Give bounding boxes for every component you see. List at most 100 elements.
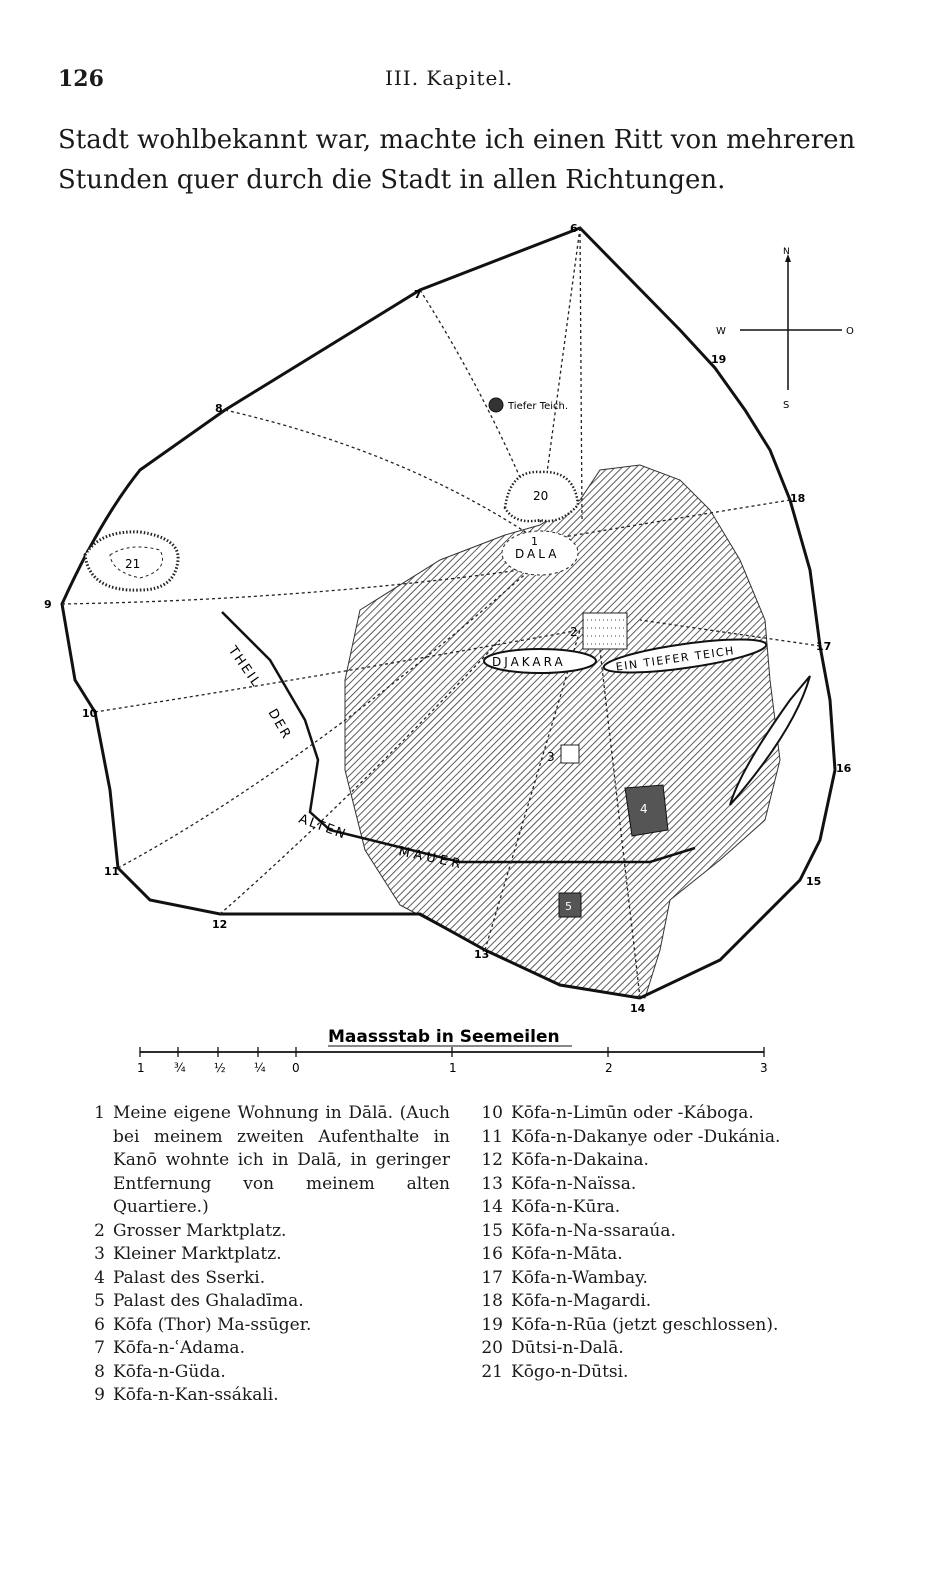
legend-item: 11 Kōfa-n-Dakanye oder -Dukánia. xyxy=(478,1126,838,1150)
marker-2: 2 xyxy=(570,625,578,639)
legend-number: 13 xyxy=(481,1173,503,1194)
marker-5-palace xyxy=(558,892,582,918)
marker-4-palace xyxy=(624,784,669,837)
compass: N W O S xyxy=(716,247,854,411)
legend-text: Kōfa-n-Na-ssaraúa. xyxy=(511,1220,676,1241)
dala-quarter xyxy=(501,530,579,576)
scale-bar: Maassstab in Seemeilen 1 ¾ ½ ¼ 0 1 2 3 xyxy=(137,1027,768,1075)
scale-tick: 1 xyxy=(449,1061,457,1075)
hill-20: 20 xyxy=(503,470,580,523)
legend-number: 16 xyxy=(481,1244,503,1264)
marker-18: 18 xyxy=(790,492,805,505)
scale-tick: ½ xyxy=(214,1061,226,1075)
scale-title: Maassstab in Seemeilen xyxy=(328,1027,560,1047)
marker-1: 1 xyxy=(531,535,538,548)
compass-west: W xyxy=(716,326,726,337)
hill-21: 21 xyxy=(83,530,180,592)
legend-item: 9 Kōfa-n-Kan-ssákali. xyxy=(80,1384,450,1408)
legend-number: 5 xyxy=(94,1291,105,1311)
legend-text: Kōfa-n-Dakaina. xyxy=(511,1150,649,1170)
legend-item: 8 Kōfa-n-Güda. xyxy=(80,1361,450,1385)
label-theil: THEIL xyxy=(224,643,264,691)
label-alten: ALTEN xyxy=(297,812,349,843)
legend-text: Kōfa-n-Kūra. xyxy=(511,1197,621,1217)
legend-text: Grosser Marktplatz. xyxy=(113,1220,287,1241)
scale-tick: ¾ xyxy=(174,1061,186,1075)
legend-text: Kōfa-n-Limūn oder -Káboga. xyxy=(511,1103,754,1123)
legend-number: 9 xyxy=(94,1385,105,1405)
legend-text: Kōfa-n-ʿAdama. xyxy=(113,1338,245,1358)
page-number: 126 xyxy=(58,66,104,92)
body-line-2: Stunden quer durch die Stadt in allen Ri… xyxy=(58,165,726,195)
marker-19: 19 xyxy=(711,353,726,366)
marker-2-market xyxy=(582,612,628,650)
marker-17: 17 xyxy=(816,640,831,653)
legend-number: 11 xyxy=(481,1126,503,1147)
legend-text: Dūtsi-n-Dalā. xyxy=(511,1338,624,1358)
legend-item: 2 Grosser Marktplatz. xyxy=(80,1220,450,1244)
scale-tick: 0 xyxy=(292,1061,300,1075)
pond-ein-tiefer-teich xyxy=(602,638,768,674)
legend-item: 15 Kōfa-n-Na-ssaraúa. xyxy=(478,1220,838,1244)
legend-text: Meine eigene Wohnung in Dālā. (Auch bei … xyxy=(113,1103,450,1217)
town-area xyxy=(344,464,781,999)
legend-number: 6 xyxy=(94,1314,105,1335)
marker-14: 14 xyxy=(630,1002,646,1015)
marker-6: 6 xyxy=(570,222,578,235)
legend-number: 2 xyxy=(94,1220,105,1241)
legend-number: 17 xyxy=(481,1267,503,1288)
marker-8: 8 xyxy=(215,402,223,415)
marker-9: 9 xyxy=(44,598,52,611)
compass-south: S xyxy=(783,400,789,411)
scale-tick: ¼ xyxy=(254,1061,266,1075)
legend-text: Kōgo-n-Dūtsi. xyxy=(511,1361,629,1382)
legend-item: 12 Kōfa-n-Dakaina. xyxy=(478,1149,838,1173)
marker-11: 11 xyxy=(104,865,119,878)
city-wall xyxy=(60,226,837,1000)
legend-number: 4 xyxy=(94,1267,105,1288)
pond-icon xyxy=(488,397,504,413)
scale-tick: 3 xyxy=(760,1061,768,1075)
legend-text: Kōfa-n-Wambay. xyxy=(511,1267,648,1288)
running-head: III. Kapitel. xyxy=(385,66,514,90)
marker-16: 16 xyxy=(836,762,852,775)
legend-number: 19 xyxy=(481,1314,503,1335)
body-line-1: Stadt wohlbekannt war, machte ich einen … xyxy=(58,125,856,155)
marker-5: 5 xyxy=(565,900,572,913)
legend-number: 15 xyxy=(481,1220,503,1241)
city-map: 20 21 Tiefer Teich. DJAKARA EIN TIEFER T… xyxy=(44,222,854,1075)
legend-number: 18 xyxy=(481,1291,503,1311)
legend-item: 3 Kleiner Marktplatz. xyxy=(80,1243,450,1267)
marker-15: 15 xyxy=(806,875,821,888)
legend-number: 3 xyxy=(94,1244,105,1264)
legend-number: 12 xyxy=(481,1150,503,1170)
legend-text: Kōfa-n-Kan-ssákali. xyxy=(113,1385,279,1405)
legend-text: Kōfa-n-Māta. xyxy=(511,1244,623,1264)
pond-east xyxy=(729,675,811,806)
legend-item: 16 Kōfa-n-Māta. xyxy=(478,1243,838,1267)
marker-12: 12 xyxy=(212,918,227,931)
legend-number: 8 xyxy=(94,1361,105,1382)
legend-number: 20 xyxy=(481,1338,503,1358)
legend-text: Kleiner Marktplatz. xyxy=(113,1244,282,1264)
label-tiefer-teich: Tiefer Teich. xyxy=(507,401,568,412)
pond-djakara xyxy=(483,648,597,674)
marker-13: 13 xyxy=(474,948,489,961)
legend-text: Kōfa-n-Dakanye oder -Dukánia. xyxy=(511,1126,781,1147)
marker-7: 7 xyxy=(414,288,422,301)
marker-4: 4 xyxy=(640,802,648,816)
compass-east: O xyxy=(846,326,854,337)
old-wall xyxy=(221,611,696,864)
legend-text: Kōfa-n-Güda. xyxy=(113,1361,226,1382)
legend-item: 20 Dūtsi-n-Dalā. xyxy=(478,1337,838,1361)
